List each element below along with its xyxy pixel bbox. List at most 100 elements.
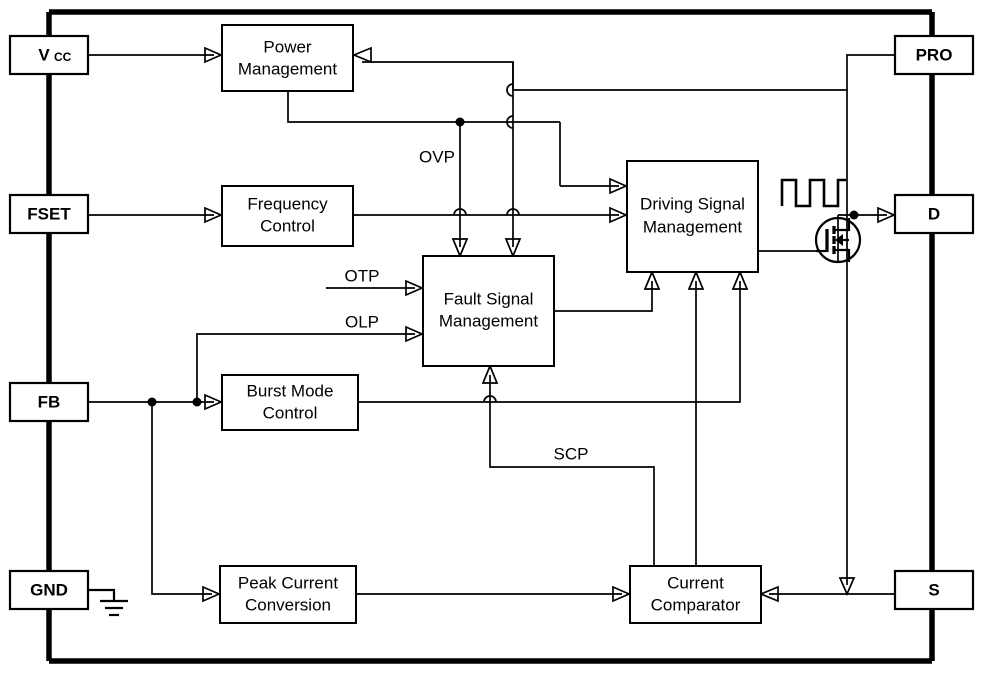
block-frequency-control-line1: Frequency <box>247 194 328 213</box>
block-peak-current-conversion[interactable]: Peak Current Conversion <box>219 565 357 624</box>
arrowhead-fault-in-top-left <box>451 238 469 259</box>
mosfet-source-lead <box>834 248 851 262</box>
wire-network <box>88 46 897 603</box>
block-power-management-line2: Management <box>238 59 338 78</box>
pin-s-label: S <box>928 580 939 599</box>
block-fault-signal-management[interactable]: Fault Signal Management <box>422 255 555 367</box>
block-fault-signal-management-rect[interactable] <box>422 255 555 367</box>
mosfet-drain-lead <box>834 218 851 232</box>
arrowhead-source-rail-down <box>838 577 856 597</box>
earth-ground-icon <box>88 588 128 617</box>
block-frequency-control-rect[interactable] <box>221 185 354 247</box>
block-peak-current-conversion-line2: Conversion <box>245 595 331 614</box>
block-power-management-line1: Power <box>263 37 312 56</box>
block-burst-mode-control[interactable]: Burst Mode Control <box>221 374 359 431</box>
ic-outer-boundary <box>46 9 935 664</box>
block-peak-current-conversion-rect[interactable] <box>219 565 357 624</box>
arrowhead-driving-in-bottom-1 <box>643 269 661 290</box>
pulse-waveform-icon <box>780 178 846 208</box>
block-burst-mode-control-line2: Control <box>263 403 318 422</box>
wire-hop-pro-over-freq <box>506 208 520 216</box>
pin-gnd-rect[interactable] <box>8 569 90 611</box>
arrowhead-comparator-in-left <box>612 585 632 603</box>
block-power-management[interactable]: Power Management <box>221 24 354 92</box>
block-driving-signal-management-line1: Driving Signal <box>640 194 745 213</box>
block-driving-signal-management[interactable]: Driving Signal Management <box>626 160 759 273</box>
arrowhead-d-pin-in <box>877 206 897 224</box>
pin-vcc-subscript: CC <box>54 50 72 64</box>
pin-s[interactable]: S <box>893 569 975 611</box>
pin-fset-rect[interactable] <box>8 193 90 235</box>
square-wave-path <box>780 178 846 208</box>
junction-dot-ovp-bus <box>455 117 465 127</box>
pin-pro-rect[interactable] <box>893 34 975 76</box>
wire-fault-to-driving <box>554 281 653 312</box>
block-current-comparator-line1: Current <box>667 573 724 592</box>
arrowhead-driving-in-top <box>609 177 629 195</box>
arrowhead-frequency-control-in <box>204 206 224 224</box>
arrowhead-peak-current-in <box>202 585 222 603</box>
block-current-comparator-line2: Comparator <box>651 595 741 614</box>
pin-fb-rect[interactable] <box>8 381 90 423</box>
arrowhead-fault-in-top-right <box>504 238 522 259</box>
wire-olp-to-fault-signal <box>196 333 415 402</box>
wire-fb-to-peak-current <box>151 402 212 595</box>
pin-d-rect[interactable] <box>893 193 975 235</box>
pin-d[interactable]: D <box>893 193 975 235</box>
pin-fset[interactable]: FSET <box>8 193 90 235</box>
pin-fb-label: FB <box>38 392 61 411</box>
wire-hop-ovp-over-freq <box>453 208 467 216</box>
pin-gnd-label: GND <box>30 580 68 599</box>
block-burst-mode-control-rect[interactable] <box>221 374 359 431</box>
signal-labels: OVP OTP OLP SCP <box>345 147 589 463</box>
arrowhead-comparator-in-right <box>758 585 779 603</box>
ground-lead <box>88 588 116 601</box>
junction-dot-drain <box>849 210 859 220</box>
pin-s-rect[interactable] <box>893 569 975 611</box>
pin-fb[interactable]: FB <box>8 381 90 423</box>
arrowhead-driving-in-bottom-2 <box>687 269 705 290</box>
pin-d-label: D <box>928 204 940 223</box>
mosfet-circle <box>814 216 862 264</box>
pin-pro-label: PRO <box>916 45 953 64</box>
arrowhead-burst-mode-in <box>204 393 224 411</box>
wire-pro-to-power-management <box>362 54 895 91</box>
wire-hop-pro-over-ovp-bus <box>506 115 514 129</box>
block-driving-signal-management-rect[interactable] <box>626 160 759 273</box>
block-power-management-rect[interactable] <box>221 24 354 92</box>
pin-boxes: V CC FSET FB GND PRO D <box>8 34 975 611</box>
block-frequency-control[interactable]: Frequency Control <box>221 185 354 247</box>
pin-vcc[interactable]: V CC <box>8 34 90 76</box>
block-fault-signal-management-line2: Management <box>439 311 539 330</box>
pin-fset-label: FSET <box>27 204 71 223</box>
n-channel-mosfet-icon <box>814 216 862 264</box>
block-frequency-control-line2: Control <box>260 216 315 235</box>
block-fault-signal-management-line1: Fault Signal <box>444 289 534 308</box>
pin-vcc-rect[interactable] <box>8 34 90 76</box>
block-driving-signal-management-line2: Management <box>643 217 743 236</box>
pin-pro[interactable]: PRO <box>893 34 975 76</box>
wire-power-management-out-bottom <box>287 91 560 123</box>
block-current-comparator[interactable]: Current Comparator <box>629 565 762 624</box>
pin-vcc-label: V <box>38 45 50 64</box>
arrowhead-driving-in-bottom-3 <box>731 269 749 290</box>
wire-burst-mode-to-driving <box>358 281 741 403</box>
arrowhead-fault-in-olp <box>405 325 425 343</box>
functional-blocks: Power Management Frequency Control Fault… <box>219 24 762 624</box>
arrowhead-fault-in-otp <box>405 279 425 297</box>
signal-label-olp: OLP <box>345 312 379 331</box>
signal-label-otp: OTP <box>345 266 380 285</box>
wire-scp-to-fault-signal <box>489 375 655 566</box>
arrowhead-power-management-in-right <box>351 46 372 64</box>
mosfet-body-arrow <box>835 234 843 246</box>
junction-dot-fb-2 <box>192 397 202 407</box>
signal-label-ovp: OVP <box>419 147 455 166</box>
pin-gnd[interactable]: GND <box>8 569 90 611</box>
wire-hop-pro-over-pm-return <box>506 83 514 97</box>
block-peak-current-conversion-line1: Peak Current <box>238 573 338 592</box>
block-current-comparator-rect[interactable] <box>629 565 762 624</box>
arrowhead-power-management-in-left <box>204 46 224 64</box>
arrowhead-driving-in-mid <box>609 206 629 224</box>
